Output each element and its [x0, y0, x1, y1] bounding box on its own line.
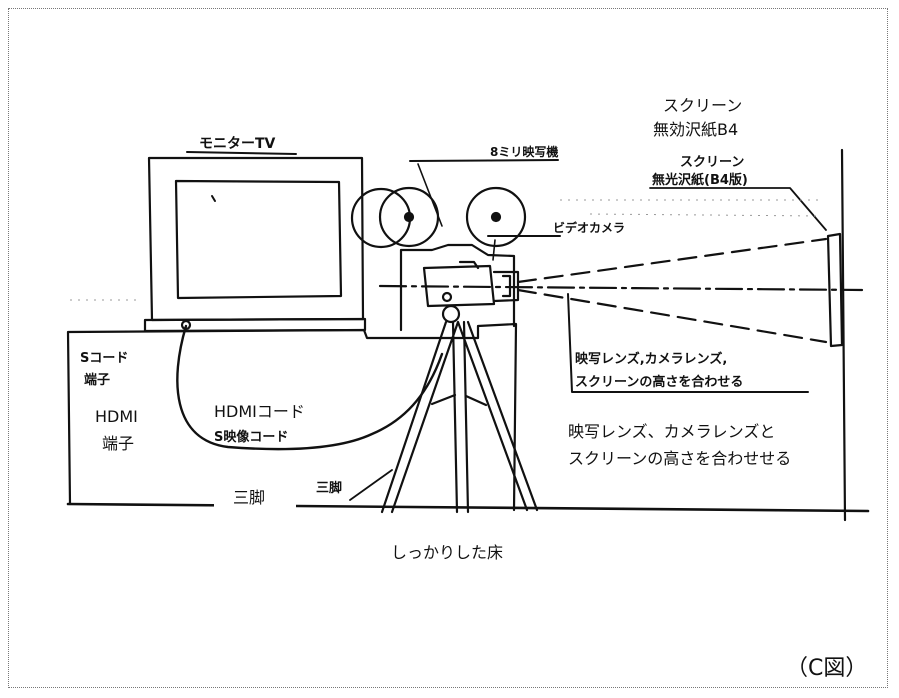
- s-cord-label: S映像コード: [214, 429, 288, 445]
- screen-label-line2: 無光沢紙(B4版): [652, 172, 748, 188]
- align-note-line2: スクリーンの高さを合わせる: [575, 374, 743, 390]
- lens-axis: [378, 284, 864, 292]
- align-note-line1: 映写レンズ,カメラレンズ,: [575, 351, 727, 367]
- s-terminal-label-line2: 端子: [84, 372, 110, 388]
- align-overlay-line2: スクリーンの高さを合わせせる: [568, 449, 792, 468]
- align-note-box: [567, 293, 809, 393]
- monitor-base: [143, 317, 367, 333]
- tripod-head: [441, 304, 461, 324]
- screen-overlay-line1: スクリーン: [663, 96, 743, 115]
- projection-beam-bottom: [516, 288, 828, 344]
- projector-body: [399, 243, 516, 332]
- figure-label: （C図）: [786, 656, 868, 681]
- tripod-label: 三脚: [233, 488, 266, 507]
- tripod-legs: [380, 320, 539, 514]
- floor-label: しっかりした床: [391, 543, 504, 562]
- screen-overlay-line2: 無効沢紙B4: [653, 120, 739, 139]
- tripod-label-patch: [214, 480, 296, 514]
- s-cord: [176, 324, 444, 451]
- video-camera: [422, 260, 520, 308]
- monitor-label: モニターTV: [199, 136, 276, 152]
- screen-board: [826, 232, 844, 348]
- projector-label: 8ミリ映写機: [490, 144, 558, 159]
- hdmi-terminal-line2: 端子: [102, 434, 135, 453]
- align-overlay-line1: 映写レンズ、カメラレンズと: [568, 422, 776, 441]
- projector-reel-right: [465, 186, 527, 248]
- s-terminal-label-line1: Sコード: [80, 351, 128, 366]
- wall-line: [840, 148, 847, 522]
- camera-label: ビデオカメラ: [553, 220, 625, 235]
- tripod-orig-label: 三脚: [316, 480, 342, 496]
- hdmi-terminal-line1: HDMI: [95, 407, 138, 426]
- figure-frame: [8, 8, 888, 688]
- monitor-screen: [174, 179, 343, 300]
- hdmi-cord-label: HDMIコード: [214, 402, 305, 421]
- projection-beam-top: [516, 237, 828, 284]
- screen-label-line1: スクリーン: [680, 155, 744, 170]
